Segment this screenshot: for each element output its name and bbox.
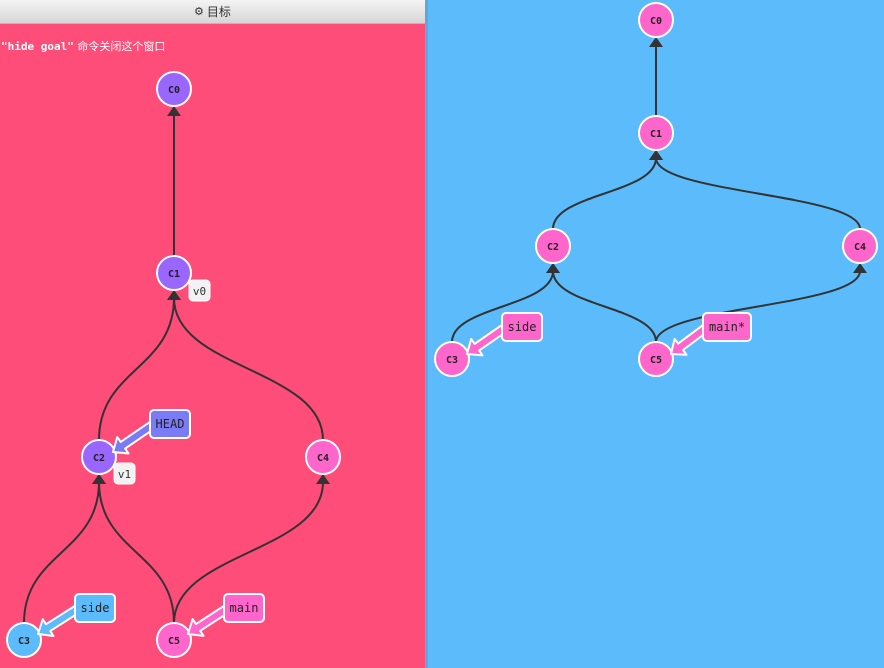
goal-edge-C5-C4 xyxy=(173,481,324,624)
current-commit-C5[interactable]: C5 xyxy=(638,341,674,377)
current-edge-arrowhead-C5-C2 xyxy=(546,263,560,273)
current-edge-C3-C2 xyxy=(451,270,554,343)
goal-commit-circle-C1 xyxy=(156,255,192,291)
current-edge-C4-C1 xyxy=(655,157,861,230)
goal-edge-arrowhead-C5-C4 xyxy=(316,474,330,484)
current-edge-C5-C2 xyxy=(552,270,657,343)
panel-divider xyxy=(425,0,428,668)
current-branch-box-main xyxy=(702,312,752,342)
gear-icon: ⚙ xyxy=(194,5,204,18)
current-commit-circle-C4 xyxy=(842,228,878,264)
current-commit-label-C5: C5 xyxy=(650,355,662,366)
goal-edge-arrowhead-C1-C0 xyxy=(167,106,181,116)
goal-edge-C5-C2 xyxy=(98,481,175,624)
goal-branch-side[interactable]: side xyxy=(37,593,116,638)
current-branch-label-main: main* xyxy=(709,320,745,334)
current-branch-main[interactable]: main* xyxy=(670,312,752,356)
goal-commit-C3[interactable]: C3 xyxy=(6,622,42,658)
current-commit-C4[interactable]: C4 xyxy=(842,228,878,264)
goal-branch-box-side xyxy=(74,593,116,623)
goal-branch-label-HEAD: HEAD xyxy=(156,417,185,431)
goal-commit-label-C0: C0 xyxy=(168,85,180,96)
goal-commit-circle-C3 xyxy=(6,622,42,658)
goal-tag-v1: v1 xyxy=(113,462,136,485)
current-edge-C2-C1 xyxy=(552,157,657,230)
goal-tag-box-v1 xyxy=(113,462,136,485)
goal-commit-C0[interactable]: C0 xyxy=(156,71,192,107)
current-commit-label-C4: C4 xyxy=(854,242,866,253)
goal-commit-label-C5: C5 xyxy=(168,636,180,647)
current-commit-label-C2: C2 xyxy=(547,242,559,253)
current-commit-label-C1: C1 xyxy=(650,129,662,140)
current-edges xyxy=(451,37,867,343)
current-edge-C5-C4 xyxy=(655,270,861,343)
goal-branch-box-main xyxy=(223,593,265,623)
current-branch-arrow-main xyxy=(670,322,711,356)
goal-branch-label-main: main xyxy=(230,601,259,615)
goal-commit-label-C1: C1 xyxy=(168,269,180,280)
hide-goal-hint: "hide goal" 命令关闭这个窗口 xyxy=(1,38,165,54)
goal-edge-C4-C1 xyxy=(173,297,324,441)
hide-goal-command: "hide goal" xyxy=(1,40,74,53)
current-branch-label-side: side xyxy=(508,320,537,334)
current-commit-circle-C2 xyxy=(535,228,571,264)
current-commit-C0[interactable]: C0 xyxy=(638,2,674,38)
goal-commit-circle-C2 xyxy=(81,439,117,475)
current-edge-arrowhead-C5-C4 xyxy=(853,263,867,273)
goal-commit-C1[interactable]: C1 xyxy=(156,255,192,291)
goal-tag-box-v0 xyxy=(188,279,211,302)
goal-commit-circle-C0 xyxy=(156,71,192,107)
goal-branch-main[interactable]: main xyxy=(187,593,265,637)
hide-goal-text: 命令关闭这个窗口 xyxy=(73,40,166,53)
goal-edges xyxy=(23,106,330,624)
goal-branch-HEAD[interactable]: HEAD xyxy=(112,409,191,455)
current-commit-label-C0: C0 xyxy=(650,16,662,27)
goal-branch-box-HEAD xyxy=(149,409,191,439)
current-edge-arrowhead-C4-C1 xyxy=(649,150,663,160)
goal-commit-C5[interactable]: C5 xyxy=(156,622,192,658)
current-commit-circle-C0 xyxy=(638,2,674,38)
goal-commit-C2[interactable]: C2 xyxy=(81,439,117,475)
current-commit-C2[interactable]: C2 xyxy=(535,228,571,264)
goal-titlebar[interactable]: ⚙ 目标 xyxy=(0,0,425,24)
goal-edge-C2-C1 xyxy=(98,297,175,441)
current-edge-arrowhead-C3-C2 xyxy=(546,263,560,273)
current-commit-circle-C3 xyxy=(434,341,470,377)
goal-title: 目标 xyxy=(206,5,231,19)
goal-commit-label-C3: C3 xyxy=(18,636,30,647)
goal-edge-arrowhead-C5-C2 xyxy=(92,474,106,484)
goal-edge-C3-C2 xyxy=(23,481,100,624)
goal-branch-label-side: side xyxy=(81,601,110,615)
current-commit-label-C3: C3 xyxy=(446,355,458,366)
goal-tag-label-v1: v1 xyxy=(118,468,131,481)
goal-edge-arrowhead-C4-C1 xyxy=(167,290,181,300)
current-edge-arrowhead-C2-C1 xyxy=(649,150,663,160)
goal-commit-C4[interactable]: C4 xyxy=(305,439,341,475)
current-commit-C3[interactable]: C3 xyxy=(434,341,470,377)
current-edge-arrowhead-C1-C0 xyxy=(649,37,663,47)
current-branch-box-side xyxy=(501,312,543,342)
goal-commit-label-C2: C2 xyxy=(93,453,105,464)
goal-commit-circle-C5 xyxy=(156,622,192,658)
current-commit-C1[interactable]: C1 xyxy=(638,115,674,151)
current-branch-arrow-side xyxy=(466,322,510,357)
current-commit-circle-C5 xyxy=(638,341,674,377)
goal-tag-v0: v0 xyxy=(188,279,211,302)
goal-commit-label-C4: C4 xyxy=(317,453,329,464)
current-branch-side[interactable]: side xyxy=(466,312,543,357)
current-commit-circle-C1 xyxy=(638,115,674,151)
goal-tag-label-v0: v0 xyxy=(193,285,206,298)
goal-commit-circle-C4 xyxy=(305,439,341,475)
